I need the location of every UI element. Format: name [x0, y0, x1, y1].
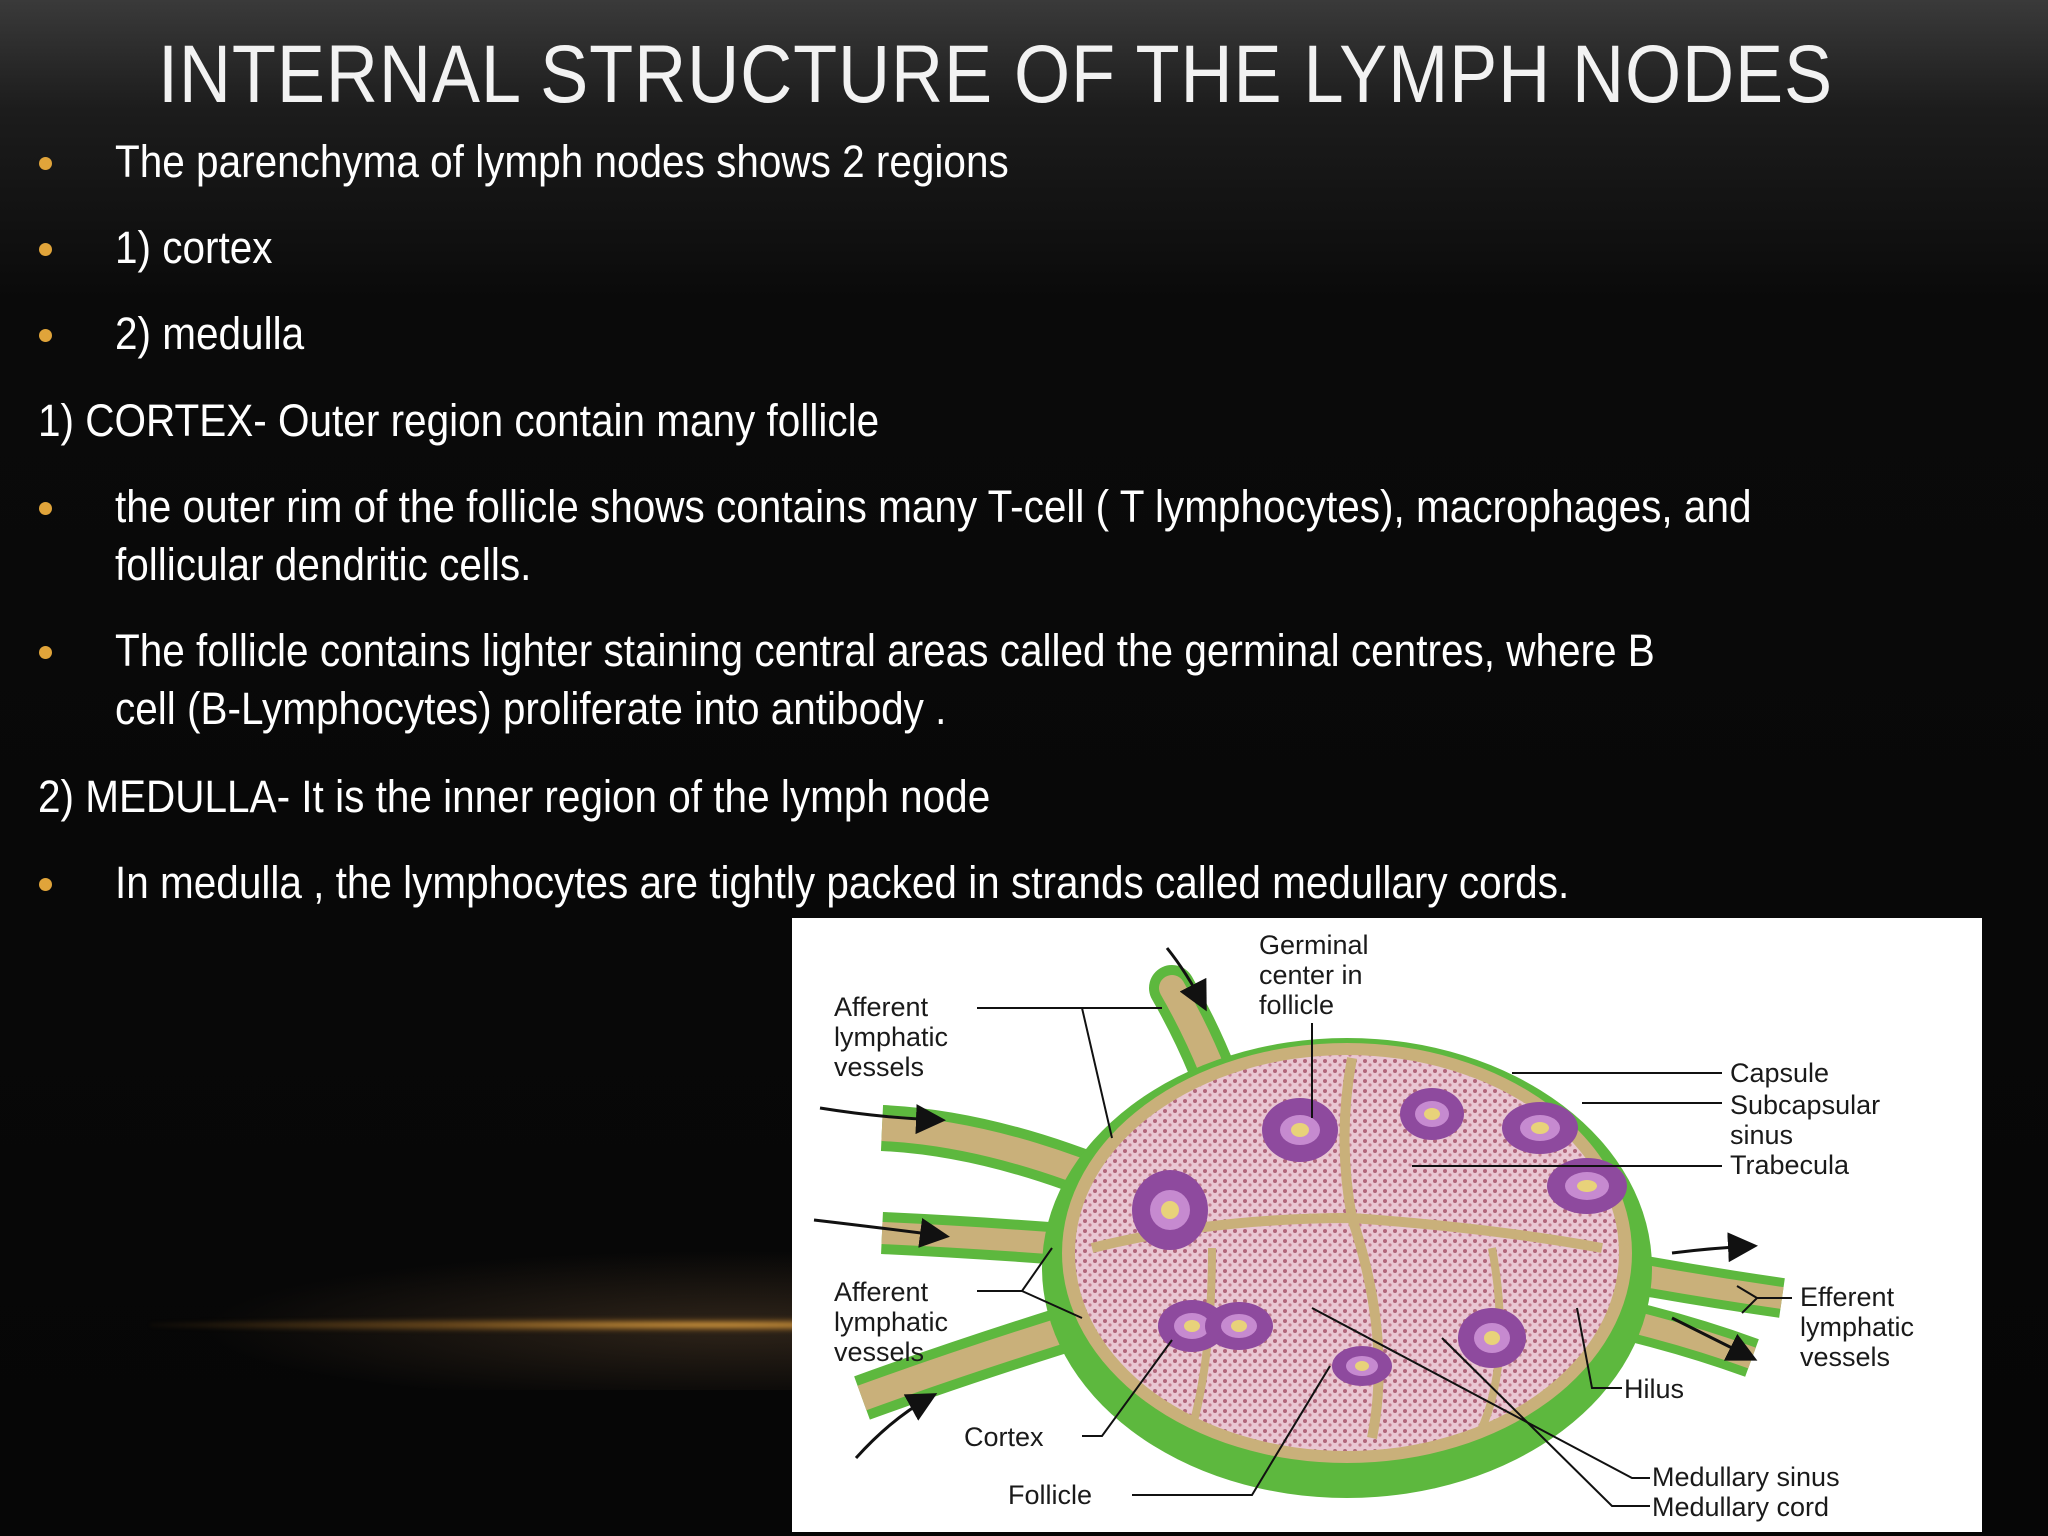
label-efferent: Efferent lymphatic vessels: [1800, 1282, 1922, 1372]
slide-title: INTERNAL STRUCTURE OF THE LYMPH NODES: [158, 29, 1834, 120]
bullet-dot: [39, 243, 52, 256]
intro-bullet-2: 1) cortex: [115, 222, 273, 273]
label-subcapsular-sinus: Subcapsular sinus: [1730, 1090, 1888, 1150]
medulla-heading: 2) MEDULLA- It is the inner region of th…: [38, 771, 991, 822]
medulla-bullet-1: In medulla , the lymphocytes are tightly…: [115, 857, 1570, 908]
decorative-light-streak: [150, 1318, 810, 1332]
label-afferent-bottom: Afferent lymphatic vessels: [834, 1277, 956, 1367]
label-cortex: Cortex: [964, 1422, 1044, 1452]
label-leader-lines: [977, 1007, 1792, 1507]
bullet-dot: [39, 646, 52, 659]
label-medullary-cord: Medullary cord: [1652, 1492, 1829, 1522]
label-capsule: Capsule: [1730, 1058, 1829, 1088]
label-afferent-top: Afferent lymphatic vessels: [834, 992, 956, 1082]
bullet-dot: [39, 157, 52, 170]
bullet-dot: [39, 502, 52, 515]
follicles: [1132, 1088, 1627, 1386]
label-germinal-center: Germinal center in follicle: [1259, 930, 1376, 1020]
label-trabecula: Trabecula: [1730, 1150, 1850, 1180]
bullet-dot: [39, 878, 52, 891]
lymph-node-illustration: Germinal center in follicle Afferent lym…: [813, 930, 1922, 1522]
bullet-dot: [39, 329, 52, 342]
intro-bullet-1: The parenchyma of lymph nodes shows 2 re…: [115, 136, 1009, 187]
cortex-heading: 1) CORTEX- Outer region contain many fol…: [38, 395, 880, 446]
label-medullary-sinus: Medullary sinus: [1652, 1462, 1840, 1492]
flow-arrows: [813, 947, 1758, 1460]
label-follicle: Follicle: [1008, 1480, 1092, 1510]
label-hilus: Hilus: [1624, 1374, 1684, 1404]
cortex-bullet-2: The follicle contains lighter staining c…: [115, 625, 1655, 734]
cortex-bullet-1: the outer rim of the follicle shows cont…: [115, 481, 1752, 590]
lymph-node-diagram: Germinal center in follicle Afferent lym…: [792, 918, 1982, 1532]
intro-bullet-3: 2) medulla: [115, 308, 305, 359]
